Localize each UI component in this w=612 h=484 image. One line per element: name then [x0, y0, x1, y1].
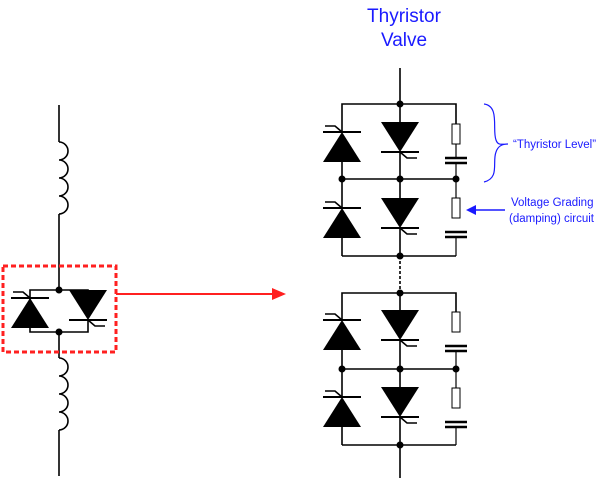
- thyristor-level-3: [322, 289, 469, 369]
- reactor-bottom: [58, 357, 69, 431]
- left-circuit: [10, 105, 108, 476]
- zoom-arrow: [116, 288, 286, 300]
- thyristor-level-2: [322, 179, 469, 260]
- thyristor-level-4: [322, 369, 469, 449]
- thyristor-level-label: “Thyristor Level”: [513, 139, 596, 151]
- level-brace: [483, 103, 509, 183]
- thyristor-antiparallel-left: [10, 291, 50, 329]
- valve-stack: [322, 68, 469, 478]
- thyristor-left: [68, 289, 108, 327]
- highlight-box: [1, 264, 118, 354]
- title-line-1: Thyristor: [367, 6, 442, 27]
- voltage-grading-label-line-1: Voltage Grading: [511, 197, 593, 209]
- thyristor-level-1: [322, 100, 469, 179]
- title-line-2: Valve: [381, 30, 427, 51]
- voltage-grading-label-line-2: (damping) circuit: [509, 213, 595, 225]
- grading-arrow: [466, 205, 505, 215]
- reactor-top: [58, 141, 69, 215]
